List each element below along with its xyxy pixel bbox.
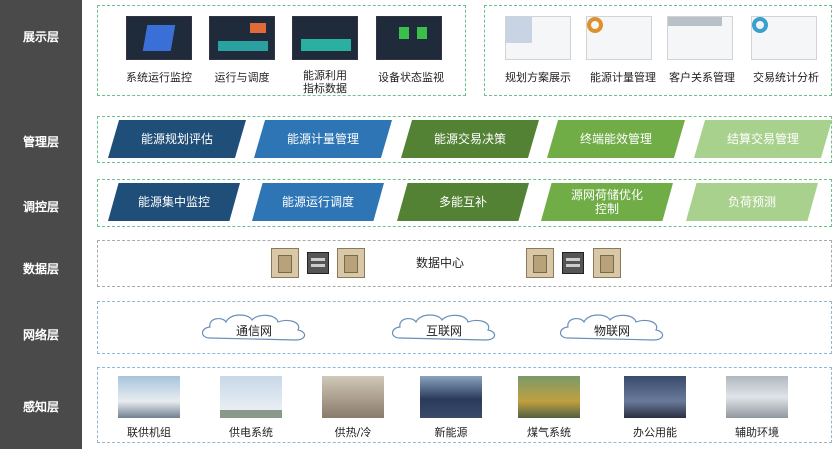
ctrl-load-forecast: 负荷预测 <box>686 183 818 221</box>
crm-thumbnail <box>667 16 733 60</box>
layer-label-management: 管理层 <box>22 135 59 149</box>
network-comm: 通信网 <box>235 324 272 338</box>
caption-device-status: 设备状态监视 <box>378 71 444 84</box>
caption-dispatch: 运行与调度 <box>214 71 270 84</box>
storage-icon <box>562 252 584 274</box>
heating-cooling-photo <box>322 376 384 418</box>
system-monitor-thumbnail <box>126 16 192 60</box>
data-group <box>97 240 832 287</box>
caption-energy-metrics: 能源利用 指标数据 <box>303 69 347 95</box>
office-energy-photo <box>624 376 686 418</box>
mgmt-settlement: 结算交易管理 <box>694 120 832 158</box>
data-center-label: 数据中心 <box>415 256 464 270</box>
power-supply-photo <box>220 376 282 418</box>
cloud-icon: 通信网 <box>196 310 312 346</box>
server-icon <box>271 248 299 278</box>
layer-label-perception: 感知层 <box>22 400 59 414</box>
device-status-thumbnail <box>376 16 442 60</box>
ctrl-source-grid-optimization: 源网荷储优化 控制 <box>541 183 673 221</box>
server-icon <box>337 248 365 278</box>
layer-label-control: 调控层 <box>22 200 59 214</box>
network-internet: 互联网 <box>425 324 462 338</box>
server-icon <box>526 248 554 278</box>
caption-metering: 能源计量管理 <box>590 71 656 84</box>
energy-metrics-thumbnail <box>292 16 358 60</box>
mgmt-terminal-efficiency: 终端能效管理 <box>547 120 685 158</box>
storage-icon <box>307 252 329 274</box>
ctrl-central-monitoring: 能源集中监控 <box>108 183 240 221</box>
cogeneration-photo <box>118 376 180 418</box>
cloud-icon: 物联网 <box>554 310 670 346</box>
caption-crm: 客户关系管理 <box>669 71 735 84</box>
dispatch-thumbnail <box>209 16 275 60</box>
cloud-icon: 互联网 <box>386 310 502 346</box>
metering-thumbnail <box>586 16 652 60</box>
ctrl-operation-dispatch: 能源运行调度 <box>252 183 384 221</box>
caption-new-energy: 新能源 <box>434 426 468 439</box>
new-energy-photo <box>420 376 482 418</box>
mgmt-energy-planning: 能源规划评估 <box>108 120 246 158</box>
layer-label-network: 网络层 <box>22 328 59 342</box>
mgmt-energy-metering: 能源计量管理 <box>254 120 392 158</box>
layer-sidebar <box>0 0 82 449</box>
caption-auxiliary-env: 辅助环境 <box>735 426 779 439</box>
caption-heating-cooling: 供热/冷 <box>334 426 372 439</box>
caption-gas-system: 煤气系统 <box>527 426 571 439</box>
caption-trade-stats: 交易统计分析 <box>753 71 819 84</box>
network-iot: 物联网 <box>593 324 630 338</box>
layer-label-display: 展示层 <box>22 30 59 44</box>
caption-office-energy: 办公用能 <box>633 426 677 439</box>
server-icon <box>593 248 621 278</box>
planning-thumbnail <box>505 16 571 60</box>
caption-planning: 规划方案展示 <box>505 71 571 84</box>
trade-stats-thumbnail <box>751 16 817 60</box>
caption-system-monitor: 系统运行监控 <box>126 71 192 84</box>
ctrl-multi-energy: 多能互补 <box>397 183 529 221</box>
caption-power-supply: 供电系统 <box>229 426 273 439</box>
layer-label-data: 数据层 <box>22 262 59 276</box>
gas-system-photo <box>518 376 580 418</box>
caption-cogeneration: 联供机组 <box>127 426 171 439</box>
auxiliary-env-photo <box>726 376 788 418</box>
mgmt-energy-trading: 能源交易决策 <box>401 120 539 158</box>
